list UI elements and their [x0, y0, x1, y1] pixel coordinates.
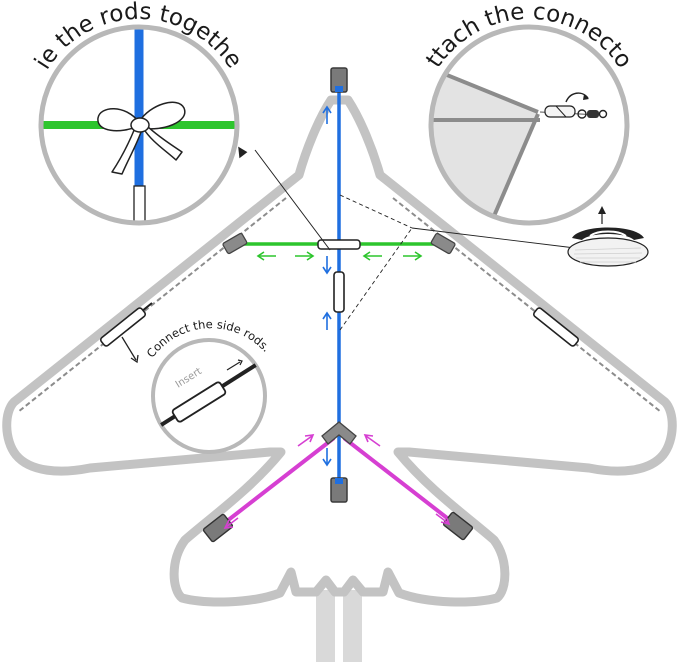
side-rod-callout-arrow	[130, 354, 139, 364]
tail-center-connector	[321, 421, 357, 445]
spine-bottom-cap-inner	[335, 478, 343, 484]
tie-callout-arrow	[238, 146, 248, 159]
side-rod-callout-line	[121, 336, 137, 361]
tie-rods-circle	[38, 24, 240, 226]
magenta-arrows	[223, 434, 451, 529]
right-tail-rod	[342, 436, 462, 530]
tail-rods	[202, 421, 474, 543]
cross-spar	[222, 232, 456, 255]
blue-arrows	[322, 105, 332, 467]
bow-knot-icon	[97, 101, 186, 175]
insert-callout: Insert	[151, 338, 267, 454]
green-arrows	[256, 251, 423, 261]
line-reel-icon	[567, 227, 649, 267]
right-rod-sleeve	[532, 307, 580, 347]
bridle-lines	[121, 146, 606, 364]
spine-top-cap-inner	[335, 86, 343, 92]
cross-spar-sleeve	[317, 239, 361, 250]
spine-sleeve	[333, 271, 345, 313]
right-cross-connector	[430, 232, 456, 255]
bridle-dash-1	[339, 194, 413, 229]
right-tail-cap	[442, 511, 474, 541]
flying-line	[411, 227, 576, 249]
tie-rods-title: Tie the rods together.	[0, 0, 247, 74]
left-tail-rod	[216, 436, 336, 530]
tail-streamers	[316, 590, 362, 662]
attach-connector-circle	[428, 24, 630, 226]
tie-callout-line	[254, 149, 331, 251]
tie-rods-callout	[38, 24, 240, 226]
left-tail-streamer	[316, 590, 335, 662]
swivel-clip-icon	[544, 92, 608, 119]
direction-arrows	[223, 105, 451, 529]
left-cross-connector	[222, 232, 248, 255]
left-rod-sleeve	[99, 307, 147, 347]
connector-callout-arrow	[598, 206, 606, 214]
right-tail-streamer	[343, 590, 362, 662]
spine-rod	[330, 67, 348, 503]
